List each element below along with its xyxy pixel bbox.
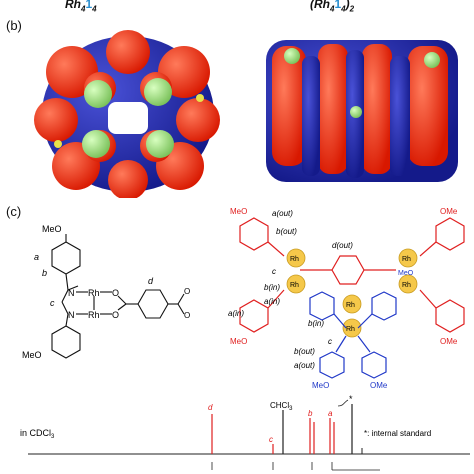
rh4l4-space-filling-model (34, 30, 220, 198)
label-a-in-left: a(in) (228, 309, 244, 318)
title-rh4l4: Rh414 (65, 0, 97, 14)
n-bottom: N (68, 310, 75, 320)
label-b-in: b(in) (264, 283, 280, 292)
o-3: O (184, 287, 190, 296)
left-chemical-structure: MeO MeO a b c d N N Rh Rh O O O O (22, 224, 190, 360)
label-a-out-top: a(out) (272, 209, 293, 218)
title-rh4l4-dimer: (Rh414)2 (310, 0, 355, 14)
rh-6: Rh (346, 326, 355, 333)
ome-blue-left: MeO (312, 381, 329, 390)
ome-top-left: MeO (230, 207, 247, 216)
dimer-space-filling-model (266, 40, 458, 182)
label-d: d (148, 276, 154, 286)
label-c-blue: c (328, 337, 332, 346)
legend-internal-standard: *: internal standard (364, 429, 431, 438)
label-a-in: a(in) (264, 297, 280, 306)
ome-bottom-left: MeO (230, 337, 247, 346)
panel-label-c: (c) (6, 204, 22, 219)
rh-4: Rh (402, 282, 411, 289)
o-2: O (112, 310, 119, 320)
peak-label-c: c (269, 435, 273, 444)
ome-bottom: MeO (22, 350, 42, 360)
green-atoms (284, 48, 440, 118)
label-b-out-top: b(out) (276, 227, 297, 236)
solvent-label: in CDCl3 (20, 428, 55, 440)
label-b-out-bottom: b(out) (294, 347, 315, 356)
peak-label-b: b (308, 409, 313, 418)
rh-1: Rh (290, 256, 299, 263)
cavity (108, 102, 148, 134)
chcl3-label: CHCl3 (270, 401, 293, 412)
label-d-out: d(out) (332, 241, 353, 250)
ome-bottom-right: OMe (440, 337, 458, 346)
nmr-spectrum: in CDCl3 CHCl3 d c b a * *: internal sta… (20, 394, 470, 471)
red-ligands (239, 217, 465, 333)
rh-3: Rh (402, 256, 411, 263)
rh-top: Rh (88, 288, 100, 298)
label-c: c (50, 298, 55, 308)
star-label: * (349, 394, 353, 404)
panel-label-b: (b) (6, 18, 22, 33)
n-top: N (68, 288, 75, 298)
rh-2: Rh (290, 282, 299, 289)
rh-bottom: Rh (88, 310, 100, 320)
label-a-out-bottom: a(out) (294, 361, 315, 370)
label-b-in-mid: b(in) (308, 319, 324, 328)
rh-5: Rh (346, 302, 355, 309)
peaks (211, 404, 363, 454)
red-strands (272, 44, 448, 174)
rh-atoms (286, 248, 418, 338)
o-4: O (184, 311, 190, 320)
peak-label-a: a (328, 409, 333, 418)
integrals (211, 462, 380, 471)
peak-label-d: d (208, 403, 213, 412)
ome-blue-right: OMe (370, 381, 388, 390)
o-1: O (112, 288, 119, 298)
right-chemical-structure: MeO OMe MeO OMe MeO OMe Rh Rh Rh Rh Rh R… (228, 207, 465, 390)
label-c: c (272, 267, 276, 276)
ome-top: MeO (42, 224, 62, 234)
label-b: b (42, 268, 47, 278)
green-rh-centers (82, 78, 174, 158)
blue-ligands (309, 291, 397, 379)
yellow-atoms (54, 94, 204, 148)
ome-top-right: OMe (440, 207, 458, 216)
meo-label: MeO (398, 270, 414, 277)
label-a: a (34, 252, 39, 262)
